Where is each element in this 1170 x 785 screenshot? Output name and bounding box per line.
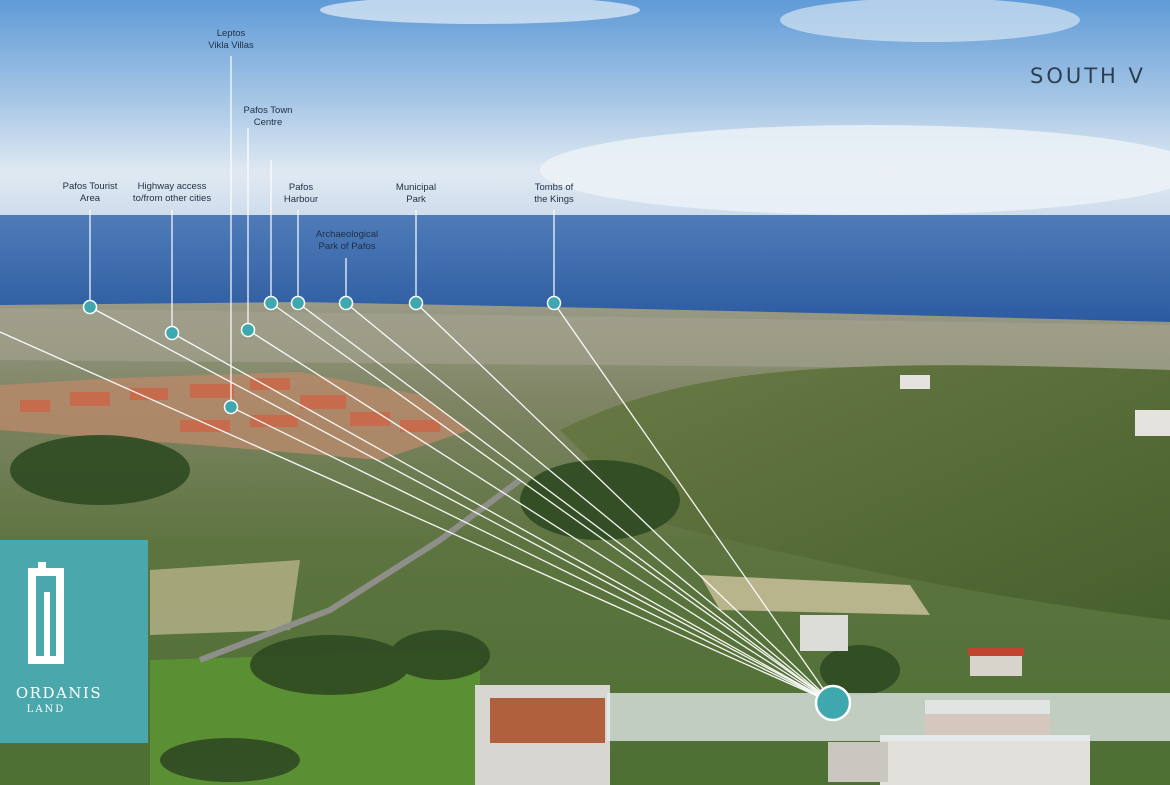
markers [82, 295, 852, 722]
marker-municipal-park [408, 295, 424, 311]
sightline-pafos-tourist-area [89, 306, 834, 704]
poi-label-archaeological-park: Archaeological Park of Pafos [315, 229, 379, 252]
sightline-municipal-park [415, 302, 834, 704]
sightline-pafos-harbour [297, 302, 834, 704]
marker-pafos-town-centre [240, 322, 256, 338]
sightline-pafos-town-centre [247, 329, 834, 704]
brand-name: ORDANIS [15, 684, 103, 702]
distant-town [0, 308, 1170, 370]
marker-archaeological-park [338, 295, 354, 311]
hillside [560, 365, 1170, 620]
poi-label-highway-access: Highway access to/from other cities [132, 181, 212, 204]
poi-label-leptos-vikla-villas: Leptos Vikla Villas [208, 28, 254, 51]
sightline-highway-access [171, 332, 834, 704]
cloud [320, 0, 640, 24]
cloud [780, 0, 1080, 42]
field [150, 560, 300, 635]
roof [490, 698, 605, 743]
view-corridor [607, 693, 1170, 741]
brand-box [0, 540, 148, 743]
view-title: SOUTH V [1030, 64, 1146, 88]
poi-label-pafos-harbour: Pafos Harbour [283, 182, 319, 205]
sightline-leptos-vikla-villas [230, 406, 834, 704]
field [700, 575, 930, 615]
marker-pafos-harbour [290, 295, 306, 311]
sightlines [0, 302, 834, 704]
marker-pafos-tourist-area [82, 299, 98, 315]
sightline-offframe [0, 331, 834, 704]
poi-label-pafos-town-centre: Pafos Town Centre [243, 105, 293, 128]
poi-label-tombs-of-the-kings: Tombs of the Kings [534, 182, 574, 205]
cloud [540, 125, 1170, 215]
marker-tombs-of-the-kings [546, 295, 562, 311]
viewpoint-marker [814, 684, 852, 722]
brand-subtitle: LAND [26, 704, 66, 715]
brand-logo-icon [28, 562, 64, 664]
leader-lines [89, 56, 555, 407]
poi-label-pafos-tourist-area: Pafos Tourist Area [62, 181, 118, 204]
poi-label-municipal-park: Municipal Park [395, 182, 437, 205]
sightline-archaeological-park [345, 302, 834, 704]
sightline-tombs-of-the-kings [553, 302, 834, 704]
road [198, 477, 522, 663]
building [880, 735, 1090, 785]
marker-pafos-town-centre-b [263, 295, 279, 311]
marker-leptos-vikla-villas [223, 399, 239, 415]
sightline-pafos-town-centre-b [270, 302, 834, 704]
marker-highway-access [164, 325, 180, 341]
